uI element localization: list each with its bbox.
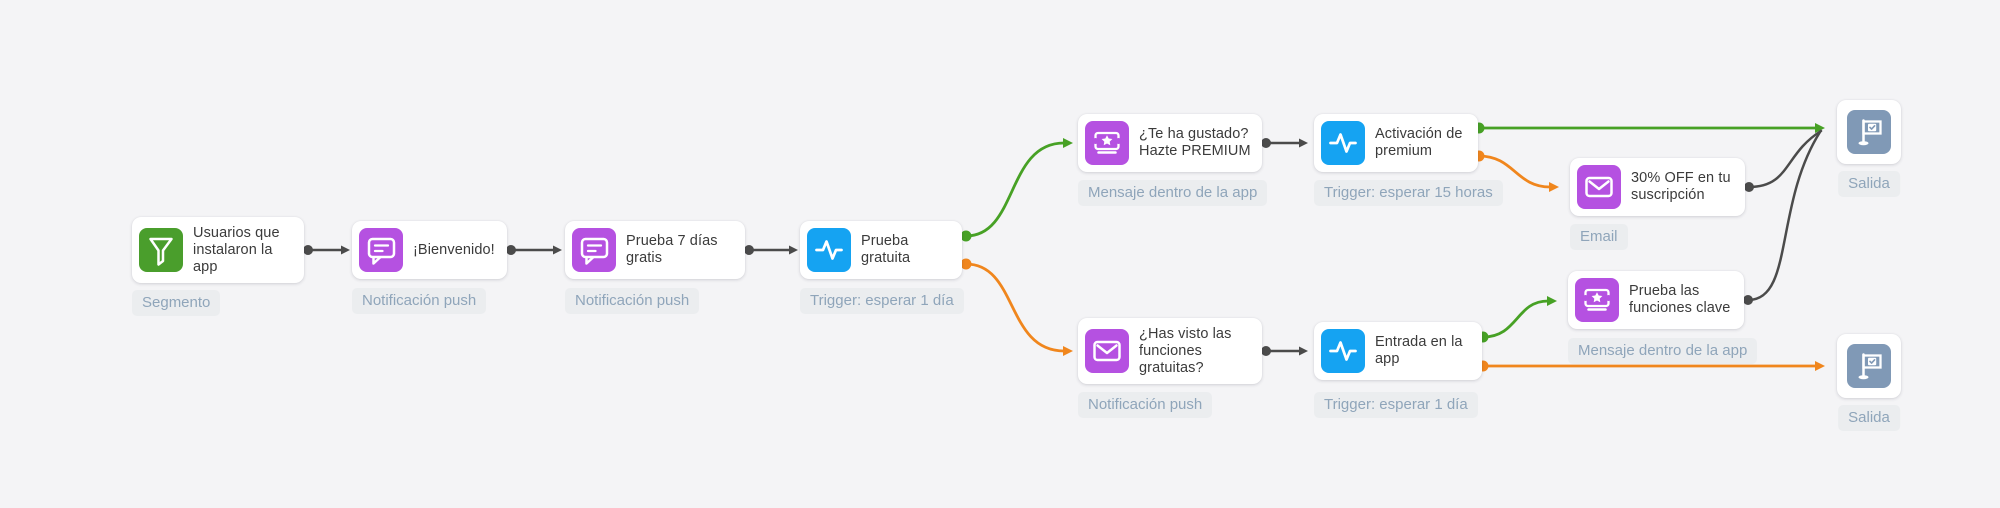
pulse-icon [1321, 121, 1365, 165]
node-title: Prueba las funciones clave [1629, 283, 1731, 316]
mail-icon [1085, 329, 1129, 373]
filter-icon [139, 228, 183, 272]
push-message-icon [359, 228, 403, 272]
node-app-entry[interactable]: Entrada en la app [1314, 322, 1482, 380]
node-title: Usuarios que instalaron la app [193, 224, 280, 275]
node-title: Prueba gratuita [861, 233, 911, 266]
edge-freetrial-seenfeatures [965, 262, 1073, 356]
node-title: 30% OFF en tu suscripción [1631, 170, 1731, 203]
node-tag-liked-premium: Mensaje dentro de la app [1078, 180, 1268, 206]
node-tag-segment: Segmento [132, 290, 221, 316]
node-tag-app-entry: Trigger: esperar 1 día [1314, 392, 1478, 418]
flag-icon [1847, 344, 1891, 388]
edge-keyfeatures-exittop [1746, 130, 1822, 302]
pulse-icon [1321, 329, 1365, 373]
node-free-trial[interactable]: Prueba gratuita [800, 221, 962, 279]
node-tag-key-features: Mensaje dentro de la app [1568, 338, 1758, 364]
node-tag-seen-features: Notificación push [1078, 392, 1213, 418]
node-tag-premium-activation: Trigger: esperar 15 horas [1314, 180, 1503, 206]
node-tag-exit-top: Salida [1838, 171, 1900, 197]
node-tag-trial7: Notificación push [565, 288, 700, 314]
edge-discount-exittop [1747, 129, 1823, 189]
node-title: ¿Has visto las funciones gratuitas? [1139, 325, 1232, 376]
node-title: Prueba 7 días gratis [626, 233, 718, 266]
node-tag-discount-email: Email [1570, 224, 1628, 250]
node-tag-exit-bottom: Salida [1838, 405, 1900, 431]
mail-icon [1577, 165, 1621, 209]
node-liked-premium[interactable]: ¿Te ha gustado? Hazte PREMIUM [1078, 114, 1262, 172]
ticket-icon [1085, 121, 1129, 165]
node-title: Entrada en la app [1375, 334, 1463, 367]
node-discount-email[interactable]: 30% OFF en tu suscripción [1570, 158, 1745, 216]
node-tag-welcome: Notificación push [352, 288, 487, 314]
node-segment[interactable]: Usuarios que instalaron la app [132, 217, 304, 283]
node-tag-free-trial: Trigger: esperar 1 día [800, 288, 964, 314]
node-seen-features[interactable]: ¿Has visto las funciones gratuitas? [1078, 318, 1262, 384]
node-key-features[interactable]: Prueba las funciones clave [1568, 271, 1744, 329]
node-title: Activación de premium [1375, 126, 1463, 159]
node-exit-top[interactable] [1837, 100, 1901, 164]
node-welcome[interactable]: ¡Bienvenido! [352, 221, 507, 279]
node-trial7[interactable]: Prueba 7 días gratis [565, 221, 745, 279]
node-title: ¡Bienvenido! [413, 241, 495, 258]
node-exit-bottom[interactable] [1837, 334, 1901, 398]
flag-icon [1847, 110, 1891, 154]
edge-freetrial-liked [965, 138, 1073, 238]
node-title: ¿Te ha gustado? Hazte PREMIUM [1139, 126, 1251, 159]
pulse-icon [807, 228, 851, 272]
node-premium-activation[interactable]: Activación de premium [1314, 114, 1478, 172]
ticket-icon [1575, 278, 1619, 322]
edge-appentry-keyfeatures [1482, 296, 1557, 339]
push-message-icon [572, 228, 616, 272]
